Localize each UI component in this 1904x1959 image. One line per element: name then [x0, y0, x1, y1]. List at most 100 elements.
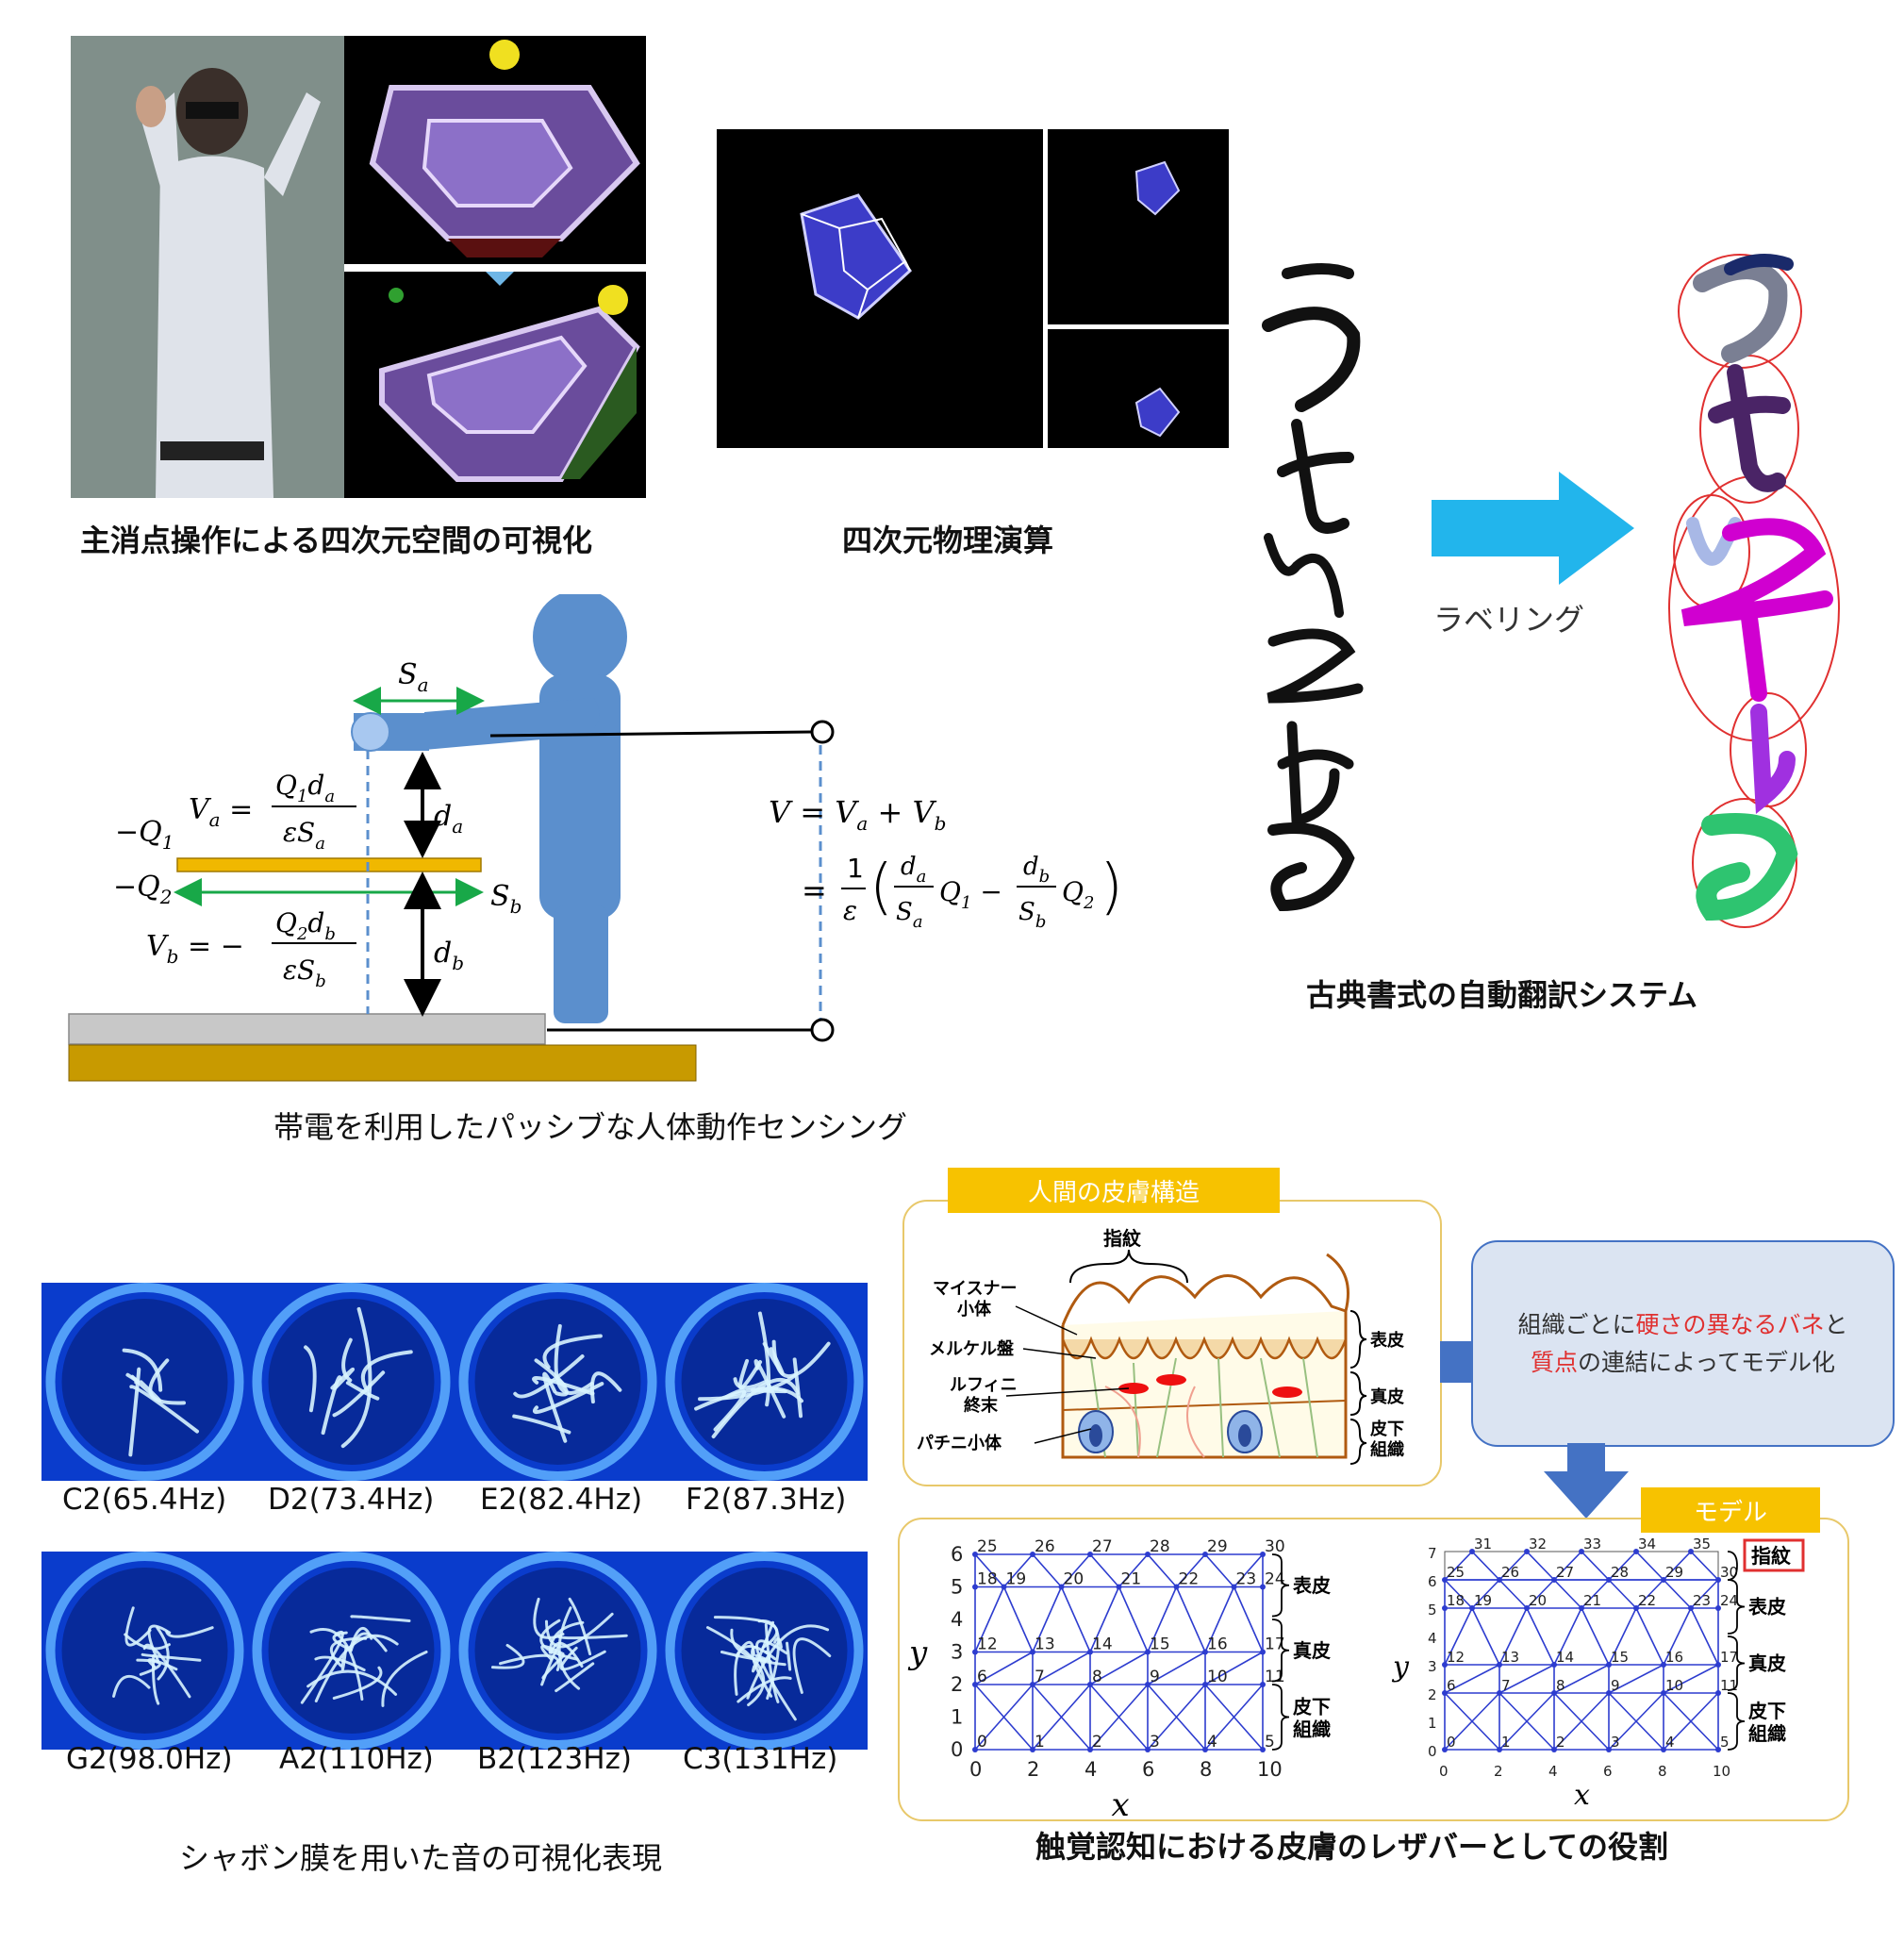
receptor-label: 小体 [957, 1299, 992, 1320]
node-index: 13 [1035, 1635, 1055, 1654]
y-tick-label: 4 [951, 1608, 963, 1631]
model-node [1497, 1577, 1502, 1583]
model-node [1145, 1682, 1151, 1687]
x-axis-label: x [1112, 1786, 1130, 1818]
label-glyph-1 [1693, 260, 1788, 363]
node-index: 25 [977, 1537, 998, 1556]
model-node [1497, 1747, 1502, 1752]
model-node [1715, 1690, 1721, 1696]
skin-structure-tag: 人間の皮膚構造 [948, 1168, 1280, 1213]
layer-label: 皮下 [1370, 1419, 1404, 1439]
node-index: 8 [1092, 1668, 1102, 1686]
label-glyph-1b [1724, 254, 1794, 275]
node-index: 18 [1447, 1592, 1465, 1609]
model-node [972, 1682, 978, 1687]
x-tick-label: 10 [1713, 1763, 1730, 1780]
node-index: 32 [1529, 1536, 1547, 1552]
svg-text:): ) [1100, 853, 1123, 922]
x-tick-label: 2 [1494, 1763, 1503, 1780]
node-index: 29 [1207, 1537, 1228, 1556]
label-q1: −Q1 [115, 816, 174, 854]
x-tick-label: 0 [1439, 1763, 1449, 1780]
model-node [1524, 1549, 1530, 1554]
node-index: 15 [1611, 1649, 1629, 1666]
floor-base [68, 1044, 697, 1082]
svg-text:εSb: εSb [283, 955, 326, 991]
fingerprint-model-label: 指紋 [1751, 1545, 1791, 1568]
node-index: 1 [1501, 1734, 1511, 1751]
node-index: 21 [1121, 1570, 1142, 1589]
y-axis-label: y [907, 1635, 928, 1672]
node-index: 25 [1447, 1564, 1465, 1581]
four-d-visualization-caption: 主消点操作による四次元空間の可視化 [80, 523, 593, 558]
svg-text:Sb: Sb [1018, 898, 1046, 932]
model-node [1442, 1662, 1448, 1668]
node-index: 3 [1611, 1734, 1620, 1751]
x-tick-label: 4 [1548, 1763, 1558, 1780]
node-index: 17 [1265, 1635, 1285, 1654]
soap-film-tile [661, 1552, 868, 1750]
label-glyph-4 [1680, 518, 1833, 702]
model-node [972, 1584, 978, 1590]
layer-label: 真皮 [1748, 1652, 1786, 1675]
layer-label: 皮下 [1748, 1700, 1786, 1722]
model-node [1145, 1552, 1151, 1557]
model-node [1497, 1690, 1502, 1696]
node-index: 14 [1556, 1649, 1574, 1666]
model-node [1173, 1584, 1180, 1590]
soap-film-grid [41, 1283, 868, 1754]
node-index: 9 [1611, 1677, 1620, 1694]
model-node [1030, 1682, 1035, 1687]
node-index: 10 [1665, 1677, 1683, 1694]
model-node [1715, 1577, 1721, 1583]
model-node [1442, 1690, 1448, 1696]
node-index: 27 [1556, 1564, 1574, 1581]
charge-sensing-diagram: Sa Sb da db −Q1 −Q2 Va = Q1da εSa Vb = −… [57, 589, 1151, 1085]
node-index: 18 [977, 1570, 998, 1589]
node-index: 6 [977, 1668, 987, 1686]
charge-sensing-caption: 帯電を利用したパッシブな人体動作センシング [273, 1109, 908, 1145]
node-index: 22 [1179, 1570, 1200, 1589]
svg-text:Va =: Va = [189, 793, 253, 831]
soap-film-tile [661, 1283, 868, 1481]
charge-plate [176, 857, 482, 872]
note-part: の連結によってモデル化 [1578, 1348, 1836, 1376]
x-tick-label: 4 [1084, 1758, 1097, 1781]
model-node [1606, 1690, 1612, 1696]
node-index: 7 [1501, 1677, 1511, 1694]
node-index: 23 [1693, 1592, 1711, 1609]
label-q2: −Q2 [113, 871, 172, 908]
four-d-physics-caption: 四次元物理演算 [842, 523, 1054, 558]
node-index: 24 [1720, 1592, 1738, 1609]
node-index: 12 [1447, 1649, 1465, 1666]
model-note-callout: 組織ごとに硬さの異なるバネと 質点の連結によってモデル化 [1471, 1240, 1895, 1447]
node-index: 20 [1529, 1592, 1547, 1609]
model-node [1030, 1649, 1035, 1655]
receptor-label: マイスナー [933, 1279, 1017, 1299]
model-node [1116, 1584, 1122, 1590]
model-node [1633, 1549, 1639, 1554]
layer-label: 表皮 [1748, 1596, 1786, 1619]
label-da: da [434, 800, 463, 838]
layer-label: 組織 [1293, 1718, 1331, 1741]
x-tick-label: 6 [1142, 1758, 1154, 1781]
node-index: 16 [1665, 1649, 1683, 1666]
y-tick-label: 7 [1428, 1545, 1437, 1562]
layer-label: 真皮 [1293, 1639, 1331, 1662]
model-node [1551, 1577, 1557, 1583]
model-node [1260, 1584, 1266, 1590]
model-node [1087, 1649, 1093, 1655]
model-node [1145, 1747, 1151, 1752]
x-tick-label: 10 [1257, 1758, 1283, 1781]
node-index: 24 [1265, 1570, 1285, 1589]
note-label: D2(73.4Hz) [268, 1483, 435, 1517]
node-index: 28 [1611, 1564, 1629, 1581]
note-part: と [1824, 1310, 1848, 1338]
model-node [1260, 1552, 1266, 1557]
node-index: 10 [1207, 1668, 1228, 1686]
receptor-label: 終末 [964, 1395, 999, 1416]
x-tick-label: 6 [1603, 1763, 1613, 1780]
soap-film-tile [455, 1283, 661, 1481]
